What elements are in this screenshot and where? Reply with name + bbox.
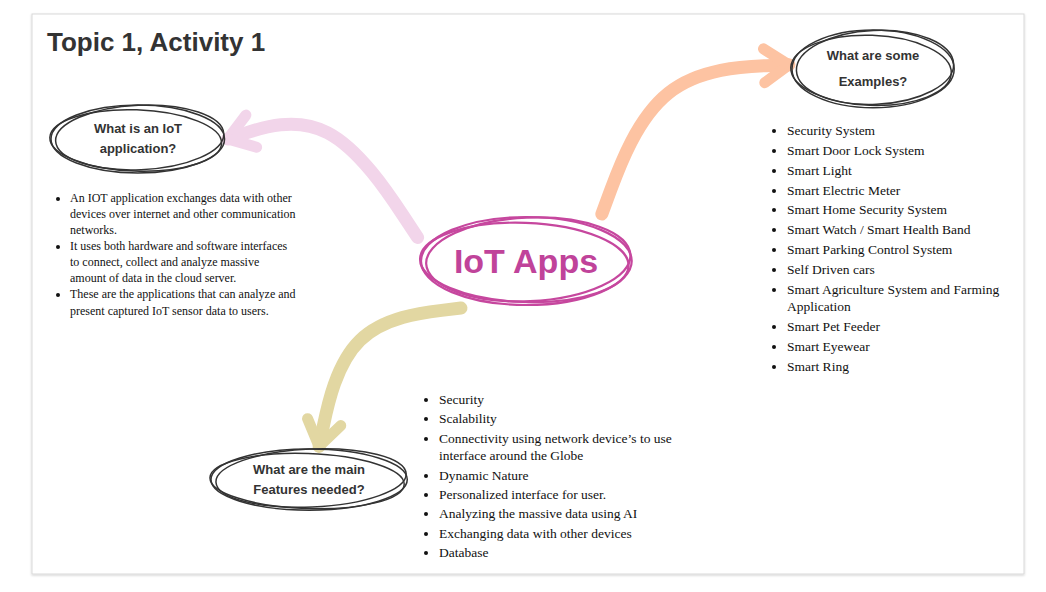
brush-arrow: [308, 308, 461, 446]
title: Topic 1, Activity 1: [47, 27, 265, 58]
bullet-item: Self Driven cars: [787, 261, 1043, 279]
arrow-head: [228, 139, 257, 147]
bubble-text: What are some Examples?: [818, 43, 928, 95]
bullet-item: An IOT application exchanges data with o…: [70, 190, 296, 238]
bullet-item: Scalability: [439, 410, 719, 428]
bubble-text: What are the main Features needed?: [242, 460, 376, 500]
brush-arrow: [602, 49, 789, 214]
bullet-list: Security SystemSmart Door Lock SystemSma…: [763, 122, 1043, 378]
scribble-stroke: [209, 451, 405, 513]
bullet-item: Smart Electric Meter: [787, 182, 1043, 200]
bullet-item: These are the applications that can anal…: [70, 286, 296, 318]
bullet-list: SecurityScalabilityConnectivity using ne…: [416, 391, 719, 563]
question-bubble: What are some Examples?: [789, 27, 957, 111]
bullet-item: Smart Eyewear: [787, 338, 1043, 356]
bullet-item: Dynamic Nature: [439, 467, 719, 485]
bullet-list: An IOT application exchanges data with o…: [46, 190, 296, 319]
scribble-stroke: [49, 107, 223, 174]
bubble-text: IoT Apps: [454, 241, 598, 282]
bullet-item: Smart Home Security System: [787, 201, 1043, 219]
scribble-stroke: [789, 33, 952, 109]
arrow-head: [763, 49, 788, 65]
bullet-item: Security System: [787, 122, 1043, 140]
scribble-stroke: [418, 219, 629, 305]
bullet-item: Exchanging data with other devices: [439, 525, 719, 543]
bullet-item: Connectivity using network device’s to u…: [439, 430, 719, 465]
bullet-item: Smart Agriculture System and Farming App…: [787, 281, 1043, 316]
bullet-item: Smart Watch / Smart Health Band: [787, 221, 1043, 239]
bullet-item: Smart Parking Control System: [787, 241, 1043, 259]
scribble-ellipse: [48, 102, 228, 176]
bullet-item: Personalized interface for user.: [439, 486, 719, 504]
bullet-item: Smart Ring: [787, 358, 1043, 376]
bullet-item: Smart Door Lock System: [787, 142, 1043, 160]
bullet-item: Analyzing the massive data using AI: [439, 505, 719, 523]
bullet-item: It uses both hardware and software inter…: [70, 238, 296, 286]
scribble-ellipse: [789, 27, 957, 111]
central-bubble: IoT Apps: [418, 214, 635, 308]
arrow-head: [319, 426, 341, 447]
brush-stroke: [602, 65, 789, 214]
bullet-item: Smart Light: [787, 162, 1043, 180]
question-bubble: What are the main Features needed?: [208, 446, 410, 513]
bubble-text: What is an IoT application?: [79, 119, 197, 159]
bullet-item: Smart Pet Feeder: [787, 318, 1043, 336]
bullet-item: Database: [439, 544, 719, 562]
bullet-item: Security: [439, 391, 719, 409]
question-bubble: What is an IoT application?: [48, 102, 228, 176]
scribble-ellipse: [208, 446, 410, 513]
